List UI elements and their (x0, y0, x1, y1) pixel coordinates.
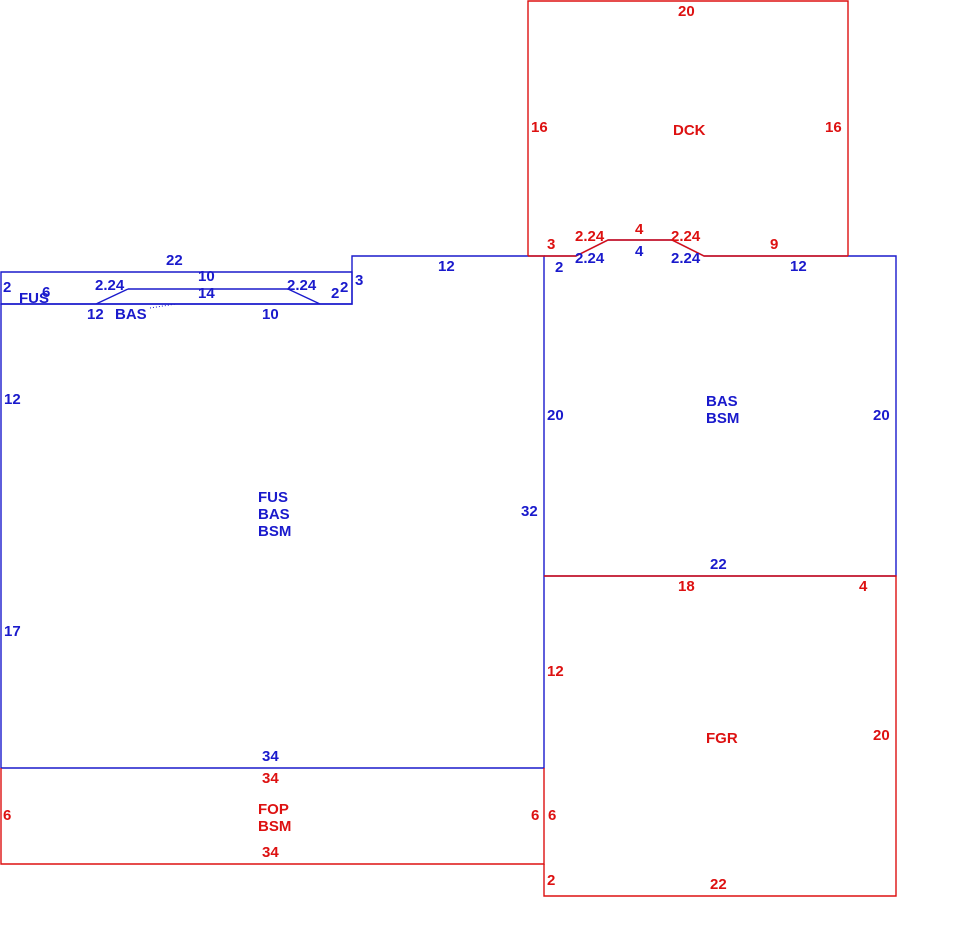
dimension-label: 2.24 (671, 228, 701, 245)
dimension-label: 2.24 (575, 228, 605, 245)
area-labels: FUS BAS BSM BAS BSM DCK FGR FOP BSM FUS … (19, 122, 739, 835)
attached-area-dimensions: 20 16 16 3 2.24 4 2.24 9 18 4 12 20 6 2 … (3, 3, 890, 893)
dimension-label: 34 (262, 844, 279, 861)
dimension-label: 14 (198, 285, 215, 302)
dimension-label: 12 (547, 663, 564, 680)
porch-area-label: FOP (258, 801, 289, 818)
deck-area-label: DCK (673, 122, 706, 139)
dimension-label: 18 (678, 578, 695, 595)
dimension-label: 4 (859, 578, 868, 595)
dimension-label: 16 (531, 119, 548, 136)
strip-area-label-bas: BAS (115, 306, 147, 323)
main-area-label: BSM (258, 523, 291, 540)
dimension-label: 34 (262, 770, 279, 787)
strip-area-label-fus: FUS (19, 290, 49, 307)
dimension-label: 20 (873, 407, 890, 424)
dimension-label: 2 (547, 872, 555, 889)
dimension-label: 12 (790, 258, 807, 275)
dimension-label: 2 (331, 285, 339, 302)
porch-outline (0, 768, 545, 865)
dimension-label: 2.24 (575, 250, 605, 267)
dimension-label: 20 (873, 727, 890, 744)
dimension-label: 2 (3, 279, 11, 296)
right-area-label: BSM (706, 410, 739, 427)
dimension-label: 17 (4, 623, 21, 640)
dimension-label: 4 (635, 221, 644, 238)
dimension-label: 12 (438, 258, 455, 275)
dimension-label: 2.24 (95, 277, 125, 294)
dimension-label: 12 (4, 391, 21, 408)
dimension-label: 32 (521, 503, 538, 520)
right-area-label: BAS (706, 393, 738, 410)
dimension-label: 10 (198, 268, 215, 285)
dimension-label: 3 (355, 272, 363, 289)
dimension-label: 10 (262, 306, 279, 323)
dimension-label: 6 (3, 807, 11, 824)
dimension-label: 12 (87, 306, 104, 323)
dimension-label: 20 (678, 3, 695, 20)
strip-inner-line (95, 288, 129, 305)
dimension-label: 22 (710, 556, 727, 573)
dimension-label: 22 (710, 876, 727, 893)
dimension-label: 20 (547, 407, 564, 424)
dimension-label: 6 (548, 807, 556, 824)
attached-area-outlines (0, 0, 897, 897)
deck-bottom-outline (528, 239, 848, 257)
dimension-label: 3 (547, 236, 555, 253)
dimension-label: 16 (825, 119, 842, 136)
dimension-label: 22 (166, 252, 183, 269)
dimension-label: 34 (262, 748, 279, 765)
main-structure-dimensions: 12 17 32 34 22 2 6 2 2 3 10 14 2.24 2.24… (3, 243, 890, 765)
garage-outline (543, 575, 897, 897)
porch-area-label: BSM (258, 818, 291, 835)
dimension-label: 4 (635, 243, 644, 260)
garage-area-label: FGR (706, 730, 738, 747)
deck-outline (527, 0, 849, 256)
dimension-label: 2 (340, 279, 348, 296)
main-area-label: FUS (258, 489, 288, 506)
strip-inner-line (287, 288, 321, 305)
dimension-label: 2.24 (287, 277, 317, 294)
dimension-label: 6 (42, 284, 50, 301)
dimension-label: 2 (555, 259, 563, 276)
dimension-label: 2.24 (671, 250, 701, 267)
main-area-label: BAS (258, 506, 290, 523)
dimension-label: 6 (531, 807, 539, 824)
dimension-label: 9 (770, 236, 778, 253)
